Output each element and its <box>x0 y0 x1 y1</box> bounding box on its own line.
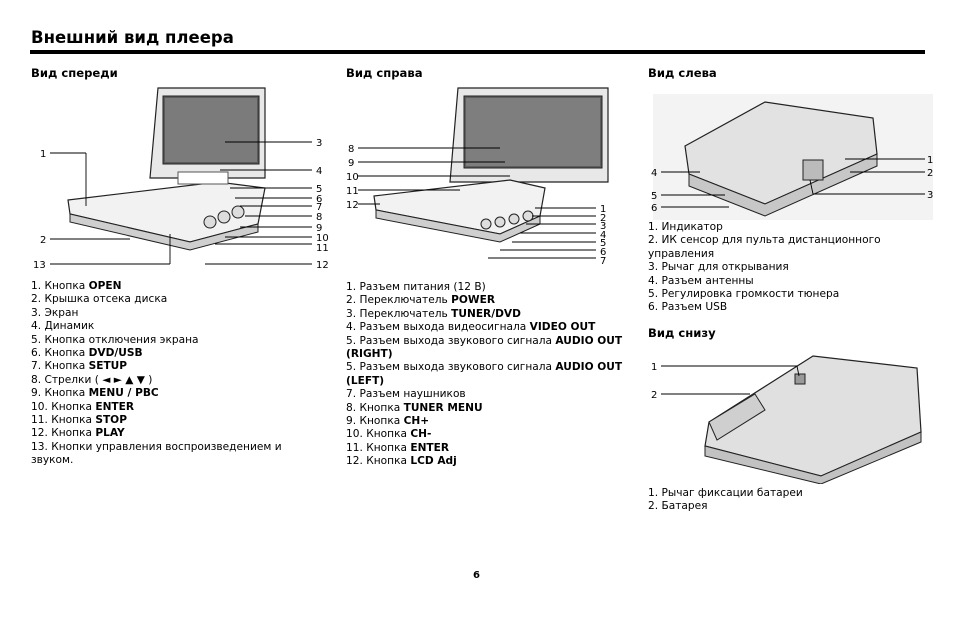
left-view-figure: 1 2 3 4 5 6 <box>651 94 933 220</box>
left-callout-4: 4 <box>651 168 657 179</box>
list-item: 5. Разъем выхода звукового сигнала AUDIO… <box>346 334 623 361</box>
front-callout-12: 12 <box>316 260 329 271</box>
list-item: 6. Разъем USB <box>648 301 728 314</box>
right-callout-7: 7 <box>600 256 606 267</box>
list-item: 11. Кнопка ENTER <box>346 441 450 454</box>
list-item: 3. Экран <box>31 306 79 319</box>
page-number: 6 <box>473 570 480 581</box>
list-item: 5. Кнопка отключения экрана <box>31 333 199 346</box>
list-item: 7. Кнопка SETUP <box>31 360 128 373</box>
list-item: 4. Динамик <box>31 320 95 333</box>
list-item: 13. Кнопки управления воспроизведением и… <box>31 440 282 467</box>
front-callout-2: 2 <box>40 235 46 246</box>
right-callout-1: 1 <box>600 204 606 215</box>
list-item: 11. Кнопка STOP <box>31 414 127 427</box>
front-callout-10: 10 <box>316 233 329 244</box>
front-callout-1: 1 <box>40 149 46 160</box>
list-item: 8. Стрелки ( ◄ ► ▲ ▼ ) <box>31 373 153 386</box>
left-callout-5: 5 <box>651 191 657 202</box>
list-item: 1. Рычаг фиксации батареи <box>648 487 803 499</box>
front-callout-8: 8 <box>316 212 322 223</box>
front-callout-9: 9 <box>316 223 322 234</box>
bottom-view-heading: Вид снизу <box>648 326 716 340</box>
list-item: 1. Кнопка OPEN <box>31 280 122 292</box>
front-callout-11: 11 <box>316 243 329 254</box>
front-callout-5: 5 <box>316 184 322 195</box>
left-callout-6: 6 <box>651 203 657 214</box>
list-item: 9. Кнопка MENU / PBC <box>31 387 159 400</box>
list-item: 3. Рычаг для открывания <box>648 261 789 274</box>
right-callout-8: 8 <box>348 144 354 155</box>
list-item: 9. Кнопка CH+ <box>346 415 430 428</box>
front-callout-7: 7 <box>316 202 322 213</box>
front-callout-3: 3 <box>316 138 322 149</box>
list-item: 4. Разъем выхода видеосигнала VIDEO OUT <box>346 321 596 334</box>
list-item: 5. Регулировка громкости тюнера <box>648 288 840 301</box>
list-item: 10. Кнопка CH- <box>346 428 432 441</box>
front-view-list: 1. Кнопка OPEN 2. Крышка отсека диска 3.… <box>31 280 291 468</box>
right-callout-11: 11 <box>346 186 359 197</box>
right-callout-9: 9 <box>348 158 354 169</box>
right-callout-3: 3 <box>600 221 606 232</box>
right-callout-5: 5 <box>600 238 606 249</box>
left-view-list: 1. Индикатор 2. ИК сенсор для пульта дис… <box>648 221 893 315</box>
front-view-figure: 1 2 3 4 5 6 7 8 9 10 11 12 13 <box>33 87 329 271</box>
right-callout-12: 12 <box>346 200 359 211</box>
right-callout-4: 4 <box>600 230 606 241</box>
list-item: 2. ИК сенсор для пульта дистанционного у… <box>648 234 881 260</box>
right-callout-10: 10 <box>346 172 359 183</box>
list-item: 7. Разъем наушников <box>346 388 466 401</box>
list-item: 6. Кнопка DVD/USB <box>31 347 143 360</box>
front-view-heading: Вид спереди <box>31 66 118 80</box>
title-rule <box>30 50 925 54</box>
front-callout-6: 6 <box>316 194 322 205</box>
bottom-callout-1: 1 <box>651 362 657 373</box>
right-view-figure: 8 9 10 11 12 1 2 3 4 5 6 7 <box>346 87 609 267</box>
list-item: 10. Кнопка ENTER <box>31 400 135 413</box>
left-callout-1: 1 <box>927 155 933 166</box>
right-view-heading: Вид справа <box>346 66 423 80</box>
bottom-callout-2: 2 <box>651 390 657 401</box>
front-callout-13: 13 <box>33 260 46 271</box>
list-item: 8. Кнопка TUNER MENU <box>346 401 483 414</box>
right-callout-6: 6 <box>600 247 606 258</box>
list-item: 1. Индикатор <box>648 221 723 233</box>
list-item: 4. Разъем антенны <box>648 274 754 287</box>
left-callout-2: 2 <box>927 168 933 179</box>
front-callout-4: 4 <box>316 166 322 177</box>
right-callout-2: 2 <box>600 213 606 224</box>
list-item: 1. Разъем питания (12 В) <box>346 281 486 293</box>
list-item: 3. Переключатель TUNER/DVD <box>346 307 521 320</box>
list-item: 2. Переключатель POWER <box>346 294 495 307</box>
list-item: 2. Крышка отсека диска <box>31 293 168 306</box>
bottom-view-figure: 1 2 <box>651 355 922 484</box>
list-item: 12. Кнопка PLAY <box>31 427 125 440</box>
left-callout-3: 3 <box>927 190 933 201</box>
list-item: 12. Кнопка LCD Adj <box>346 455 457 468</box>
left-view-heading: Вид слева <box>648 66 717 80</box>
bottom-view-list: 1. Рычаг фиксации батареи 2. Батарея <box>648 487 893 514</box>
page-title: Внешний вид плеера <box>31 28 234 47</box>
list-item: 2. Батарея <box>648 500 708 513</box>
right-view-list: 1. Разъем питания (12 В) 2. Переключател… <box>346 281 631 469</box>
list-item: 5. Разъем выхода звукового сигнала AUDIO… <box>346 361 623 387</box>
